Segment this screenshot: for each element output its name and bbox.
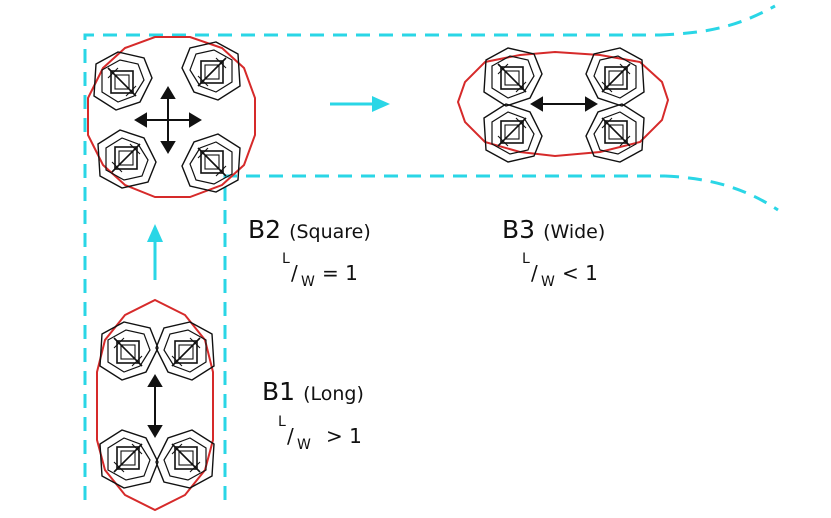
four-way-arrow-icon (134, 86, 202, 154)
robot-b3-wide (456, 47, 670, 163)
vertical-double-arrow-icon (147, 374, 163, 438)
right-arrow-icon (330, 96, 390, 112)
label-b1-slash: / (287, 424, 294, 448)
svg-text:B2(Square): B2 (Square) (248, 215, 371, 244)
label-b2-ratio-w: W (301, 274, 315, 290)
label-b2-ratio-rel: = 1 (322, 261, 358, 285)
label-b3-ratio-w: W (541, 274, 555, 290)
label-b1-ratio-l: L (278, 414, 286, 430)
robot-b1-outline (96, 298, 214, 512)
corridor-left-wall (83, 33, 660, 500)
label-b2-slash: / (291, 261, 298, 285)
label-b1-code: B1 (262, 377, 295, 406)
corridor-bottom-curve (664, 174, 779, 212)
label-b2: B2 (Square) L / W = 1 (248, 215, 371, 290)
corridor-outline (83, 4, 779, 500)
horizontal-double-arrow-icon (530, 96, 598, 112)
label-b3-ratio-l: L (522, 251, 530, 267)
robot-b1-long (96, 298, 215, 512)
label-b3-ratio-rel: < 1 (562, 261, 598, 285)
label-b2-code: B2 (248, 215, 281, 244)
label-b1-name: (Long) (303, 383, 364, 405)
label-b1-ratio-w: W (297, 437, 311, 453)
robot-b3-outline (456, 50, 670, 158)
label-b3-name: (Wide) (543, 221, 605, 243)
label-b1: B1 (Long) L / W > 1 (262, 377, 364, 453)
svg-text:B1(Long): B1 (Long) (262, 377, 364, 406)
label-b1-ratio-rel: > 1 (326, 424, 362, 448)
label-b2-ratio-l: L (282, 251, 290, 267)
label-b2-name: (Square) (289, 221, 371, 243)
label-b3: B3 (Wide) L / W < 1 (502, 215, 605, 290)
robot-b2-outline (87, 36, 256, 198)
label-b3-code: B3 (502, 215, 535, 244)
label-b3-slash: / (531, 261, 538, 285)
corridor-top-curve (659, 4, 776, 37)
up-arrow-icon (147, 224, 163, 280)
svg-text:B3(Wide): B3 (Wide) (502, 215, 605, 244)
robot-b2-square (87, 36, 256, 198)
